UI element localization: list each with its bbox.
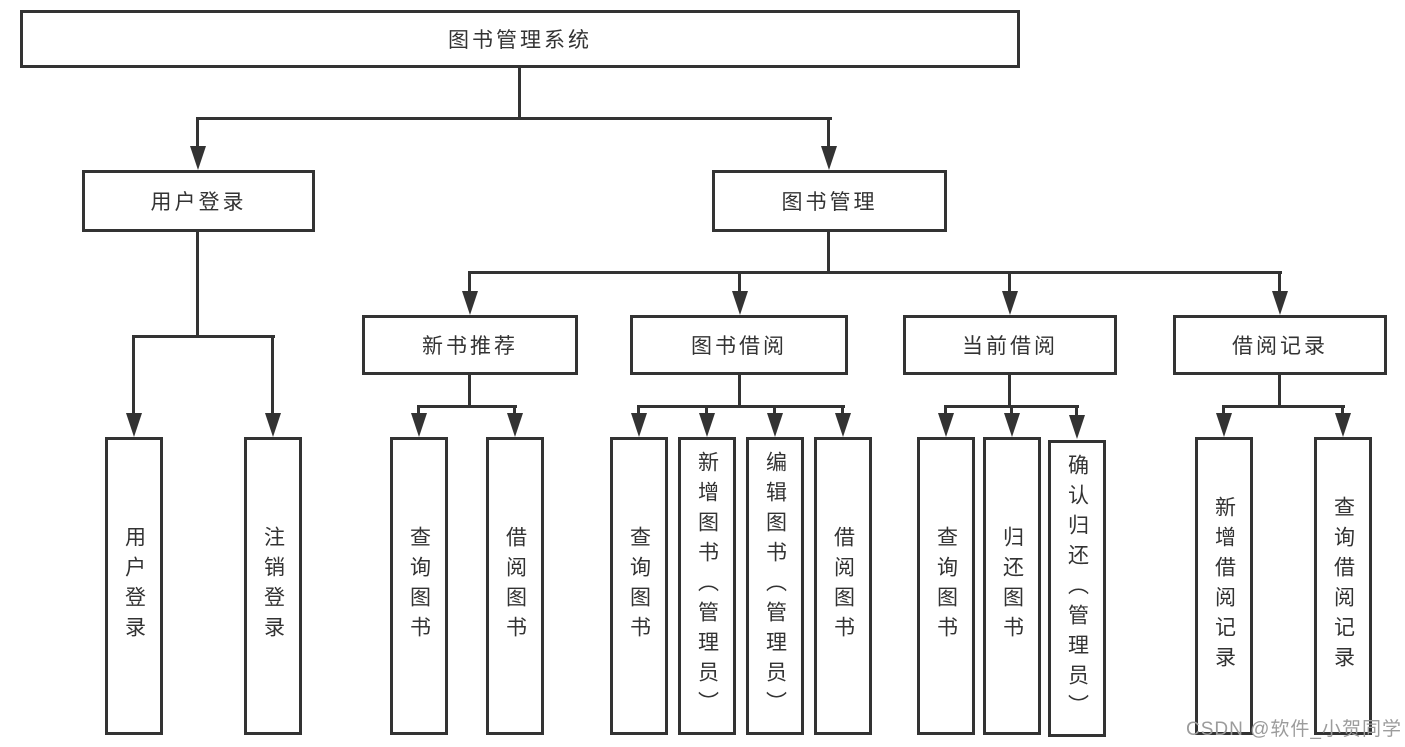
leaf-user-login: 用户登录: [105, 437, 163, 735]
arrowhead-icon: [507, 413, 523, 437]
leaf-add-books-admin: 新增图书（管理员）: [678, 437, 736, 735]
arrowhead-icon: [767, 413, 783, 437]
arrowhead-icon: [462, 291, 478, 315]
edge-line: [196, 117, 199, 148]
leaf-label: 注销登录: [261, 526, 285, 646]
arrowhead-icon: [265, 413, 281, 437]
edge-line: [197, 117, 832, 120]
leaf-label: 确认归还（管理员）: [1065, 453, 1089, 724]
leaf-label: 借阅图书: [831, 526, 855, 646]
arrowhead-icon: [190, 146, 206, 170]
leaf-borrow-books-borrowing: 借阅图书: [814, 437, 872, 735]
leaf-label: 编辑图书（管理员）: [763, 451, 787, 721]
node-book-management: 图书管理: [712, 170, 947, 232]
edge-line: [1075, 405, 1078, 417]
leaf-label: 查询图书: [934, 526, 958, 646]
leaf-label: 查询图书: [627, 526, 651, 646]
edge-line: [1341, 405, 1344, 415]
edge-line: [637, 405, 640, 415]
leaf-query-books-recommend: 查询图书: [390, 437, 448, 735]
node-label: 图书管理系统: [448, 29, 592, 52]
leaf-edit-books-admin: 编辑图书（管理员）: [746, 437, 804, 735]
leaf-borrow-books-recommend: 借阅图书: [486, 437, 544, 735]
arrowhead-icon: [1335, 413, 1351, 437]
node-label: 图书借阅: [691, 335, 787, 358]
arrowhead-icon: [1272, 291, 1288, 315]
edge-line: [827, 117, 830, 148]
edge-line: [705, 405, 708, 415]
edge-line: [417, 405, 517, 408]
edge-line: [468, 271, 1282, 274]
leaf-query-books-current: 查询图书: [917, 437, 975, 735]
leaf-return-books: 归还图书: [983, 437, 1041, 735]
leaf-add-borrowing-record: 新增借阅记录: [1195, 437, 1253, 735]
edge-line: [1222, 405, 1225, 415]
node-label: 图书管理: [781, 191, 878, 214]
arrowhead-icon: [732, 291, 748, 315]
arrowhead-icon: [1002, 291, 1018, 315]
edge-line: [513, 405, 516, 415]
leaf-label: 新增借阅记录: [1212, 496, 1236, 676]
edge-line: [738, 271, 741, 293]
arrowhead-icon: [1069, 415, 1085, 439]
edge-line: [518, 68, 521, 120]
leaf-label: 用户登录: [122, 526, 146, 646]
edge-line: [827, 232, 830, 274]
leaf-label: 借阅图书: [503, 526, 527, 646]
edge-line: [468, 271, 471, 293]
edge-line: [132, 335, 275, 338]
leaf-label: 归还图书: [1000, 526, 1024, 646]
arrowhead-icon: [938, 413, 954, 437]
edge-line: [132, 335, 135, 415]
node-label: 借阅记录: [1232, 335, 1328, 358]
edge-line: [1010, 405, 1013, 415]
node-user-login: 用户登录: [82, 170, 315, 232]
arrowhead-icon: [821, 146, 837, 170]
edge-line: [1222, 405, 1345, 408]
edge-line: [468, 375, 471, 408]
edge-line: [1278, 271, 1281, 293]
edge-line: [773, 405, 776, 415]
edge-line: [944, 405, 947, 415]
leaf-label: 查询借阅记录: [1331, 496, 1355, 676]
leaf-label: 查询图书: [407, 526, 431, 646]
edge-line: [738, 375, 741, 408]
leaf-query-books-borrowing: 查询图书: [610, 437, 668, 735]
arrowhead-icon: [1004, 413, 1020, 437]
leaf-confirm-return-admin: 确认归还（管理员）: [1048, 440, 1106, 737]
node-label: 用户登录: [150, 191, 247, 214]
arrowhead-icon: [411, 413, 427, 437]
node-current-borrowing: 当前借阅: [903, 315, 1117, 375]
edge-line: [417, 405, 420, 415]
leaf-logout-login: 注销登录: [244, 437, 302, 735]
node-label: 新书推荐: [422, 335, 518, 358]
arrowhead-icon: [631, 413, 647, 437]
node-library-management-system: 图书管理系统: [20, 10, 1020, 68]
node-new-book-recommendation: 新书推荐: [362, 315, 578, 375]
node-label: 当前借阅: [962, 335, 1058, 358]
arrowhead-icon: [699, 413, 715, 437]
node-book-borrowing: 图书借阅: [630, 315, 848, 375]
edge-line: [1008, 271, 1011, 293]
watermark: CSDN @软件_小贺同学: [1186, 719, 1402, 740]
arrowhead-icon: [1216, 413, 1232, 437]
edge-line: [271, 335, 274, 415]
leaf-label: 新增图书（管理员）: [695, 451, 719, 721]
edge-line: [196, 232, 199, 338]
arrowhead-icon: [835, 413, 851, 437]
edge-line: [1278, 375, 1281, 408]
arrowhead-icon: [126, 413, 142, 437]
edge-line: [637, 405, 845, 408]
edge-line: [1008, 375, 1011, 408]
leaf-query-borrowing-record: 查询借阅记录: [1314, 437, 1372, 735]
node-borrowing-records: 借阅记录: [1173, 315, 1387, 375]
edge-line: [841, 405, 844, 415]
